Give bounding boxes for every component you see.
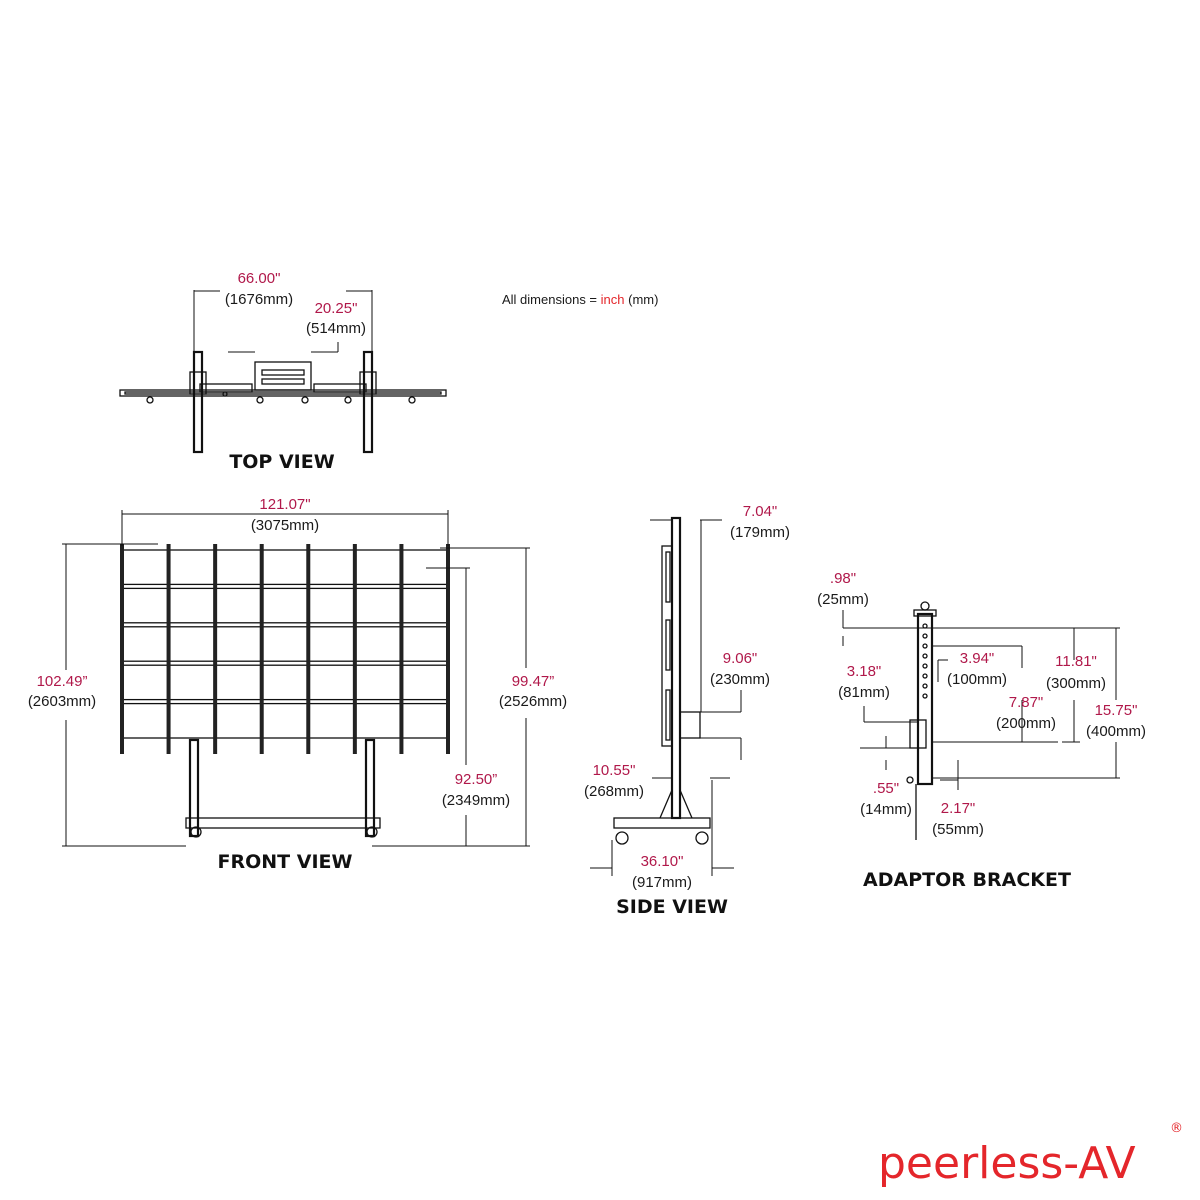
- display-panel: [168, 587, 215, 624]
- display-panel: [308, 587, 355, 624]
- adaptor-bracket-label: ADAPTOR BRACKET: [863, 869, 1071, 891]
- mount-rail: [259, 544, 264, 754]
- display-panel: [401, 587, 448, 624]
- display-panel: [308, 702, 355, 739]
- side-view-label: SIDE VIEW: [616, 896, 728, 918]
- dimension-note: All dimensions = inch (mm): [502, 292, 658, 307]
- display-panel: [168, 664, 215, 701]
- bracket-d-mm: (300mm): [1046, 675, 1106, 692]
- display-panel: [215, 702, 262, 739]
- side-base-depth-inch: 36.10": [641, 853, 684, 870]
- top-view-label: TOP VIEW: [229, 451, 334, 473]
- brand-wordmark: peerless-AV: [878, 1138, 1136, 1189]
- mount-rail: [446, 544, 450, 754]
- bracket-a-inch: 3.18": [847, 663, 882, 680]
- bracket-b-inch: 3.94": [960, 650, 995, 667]
- display-panel: [215, 549, 262, 586]
- front-total-height-mm: (2603mm): [28, 693, 96, 710]
- display-panel: [355, 549, 402, 586]
- display-panel: [355, 626, 402, 662]
- front-width-inch: 121.07": [259, 496, 310, 513]
- top-width-inch: 66.00": [238, 270, 281, 287]
- mount-rail: [213, 544, 218, 754]
- bracket-e-mm: (400mm): [1086, 723, 1146, 740]
- side-view: 7.04" (179mm) 9.06" (230mm) 10.55" (268m…: [584, 503, 790, 918]
- display-panel: [168, 626, 215, 662]
- front-view: 121.07" (3075mm) 102.49” (2603mm) 99.47”…: [28, 496, 567, 873]
- display-panel: [355, 702, 402, 739]
- mount-rail: [352, 544, 357, 754]
- top-spacing-mm: (514mm): [306, 320, 366, 337]
- display-panel: [308, 626, 355, 662]
- bracket-top-inch: .98": [830, 570, 856, 587]
- top-spacing-inch: 20.25": [315, 300, 358, 317]
- display-panel: [168, 702, 215, 739]
- display-panel: [262, 664, 308, 701]
- display-panel: [262, 626, 308, 662]
- side-base-offset-mm: (268mm): [584, 783, 644, 800]
- mount-rail: [306, 544, 311, 754]
- bracket-g-inch: 2.17": [941, 800, 976, 817]
- side-shelf-depth-inch: 9.06": [723, 650, 758, 667]
- display-panel: [308, 549, 355, 586]
- front-center-height-mm: (2349mm): [442, 792, 510, 809]
- display-panel: [122, 626, 169, 662]
- bracket-f-inch: .55": [873, 780, 899, 797]
- display-panel: [262, 587, 308, 624]
- mount-rail: [166, 544, 171, 754]
- panel-grid: [120, 544, 450, 754]
- front-width-mm: (3075mm): [251, 517, 319, 534]
- side-top-depth-inch: 7.04": [743, 503, 778, 520]
- display-panel: [122, 549, 169, 586]
- front-view-label: FRONT VIEW: [218, 851, 353, 873]
- side-top-depth-mm: (179mm): [730, 524, 790, 541]
- display-panel: [122, 587, 169, 624]
- display-panel: [215, 626, 262, 662]
- display-panel: [122, 664, 169, 701]
- display-panel: [215, 664, 262, 701]
- bracket-e-inch: 15.75": [1095, 702, 1138, 719]
- display-panel: [122, 702, 169, 739]
- bracket-g-mm: (55mm): [932, 821, 984, 838]
- bracket-a-mm: (81mm): [838, 684, 890, 701]
- display-panel: [401, 549, 448, 586]
- display-panel: [401, 702, 448, 739]
- bracket-f-mm: (14mm): [860, 801, 912, 818]
- display-panel: [355, 587, 402, 624]
- front-wall-height-inch: 99.47”: [512, 673, 555, 690]
- registered-mark: ®: [1170, 1121, 1183, 1136]
- top-width-mm: (1676mm): [225, 291, 293, 308]
- side-base-depth-mm: (917mm): [632, 874, 692, 891]
- adaptor-bracket: .98" (25mm) 3.18" (81mm) 3.94" (100mm) 7…: [817, 570, 1146, 891]
- bracket-b-mm: (100mm): [947, 671, 1007, 688]
- bracket-c-mm: (200mm): [996, 715, 1056, 732]
- display-panel: [401, 664, 448, 701]
- front-center-height-inch: 92.50”: [455, 771, 498, 788]
- display-panel: [355, 664, 402, 701]
- side-base-offset-inch: 10.55": [593, 762, 636, 779]
- bracket-c-inch: 7.87": [1009, 694, 1044, 711]
- side-shelf-depth-mm: (230mm): [710, 671, 770, 688]
- display-panel: [168, 549, 215, 586]
- display-panel: [215, 587, 262, 624]
- top-view: 66.00" (1676mm) 20.25" (514mm) TOP VIEW: [119, 270, 447, 473]
- front-total-height-inch: 102.49”: [37, 673, 88, 690]
- display-panel: [308, 664, 355, 701]
- bracket-d-inch: 11.81": [1055, 653, 1097, 670]
- mount-rail: [120, 544, 124, 754]
- display-panel: [262, 702, 308, 739]
- display-panel: [262, 549, 308, 586]
- bracket-top-mm: (25mm): [817, 591, 869, 608]
- brand-logo: peerless-AV ®: [878, 1121, 1183, 1189]
- front-wall-height-mm: (2526mm): [499, 693, 567, 710]
- mount-rail: [399, 544, 404, 754]
- display-panel: [401, 626, 448, 662]
